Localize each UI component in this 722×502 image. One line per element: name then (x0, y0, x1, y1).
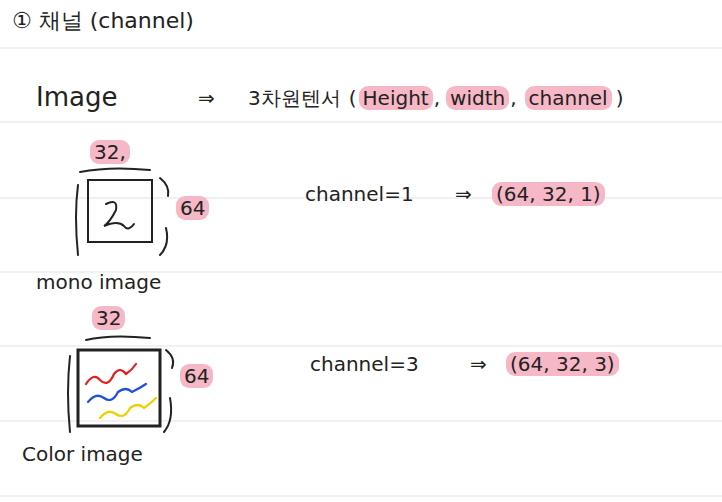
dimension-name: width (446, 86, 509, 110)
width-dimension: 32 (92, 306, 125, 330)
height-dimension: 64 (180, 364, 213, 388)
width-dimension: 32, (90, 140, 130, 164)
shape-tuple: (64, 32, 3) (506, 352, 619, 376)
shape-tuple: (64, 32, 1) (492, 182, 605, 206)
arrow-symbol: ⇒ (455, 182, 472, 206)
bracket: ( (349, 86, 357, 110)
arrow-symbol: ⇒ (470, 352, 487, 376)
separator: , (434, 86, 440, 110)
channel-note: channel=3 (310, 352, 419, 376)
mono-image-figure (76, 168, 168, 255)
bracket: ) (616, 86, 624, 110)
channel-note: channel=1 (305, 182, 414, 206)
term: 3차원텐서 (248, 86, 341, 110)
separator: , (510, 86, 516, 110)
dimension-name: Height (359, 86, 433, 110)
height-dimension: 64 (176, 196, 209, 220)
arrow-symbol: ⇒ (198, 86, 215, 110)
dimension-name: channel (525, 86, 612, 110)
title: ① 채널 (channel) (12, 8, 194, 34)
image-caption: mono image (36, 270, 161, 294)
ruled-lines (0, 48, 722, 496)
color-image-figure (68, 336, 173, 432)
image-caption: Color image (22, 442, 143, 466)
term: Image (36, 82, 117, 113)
